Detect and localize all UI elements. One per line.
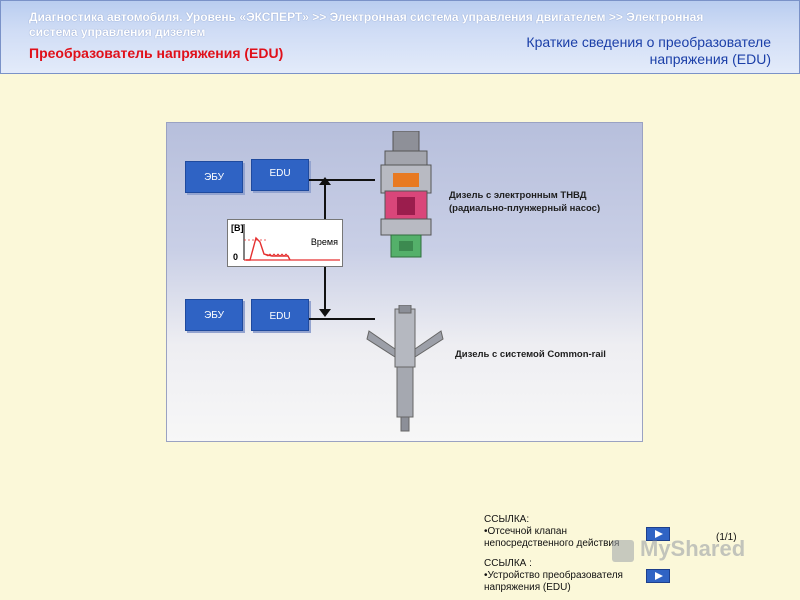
reference-2-play-button[interactable]	[646, 569, 670, 583]
bottom-edu-box: EDU	[251, 299, 309, 331]
breadcrumb: Диагностика автомобиля. Уровень «ЭКСПЕРТ…	[29, 10, 704, 39]
reference-2-line1: •Устройство преобразователя	[484, 570, 623, 581]
header-bar: Диагностика автомобиля. Уровень «ЭКСПЕРТ…	[0, 0, 800, 74]
reference-1: ССЫЛКА: •Отсечной клапан непосредственно…	[484, 514, 619, 550]
reference-2-line2: напряжения (EDU)	[484, 582, 571, 593]
reference-2-title: ССЫЛКА :	[484, 558, 532, 569]
reference-1-title: ССЫЛКА:	[484, 514, 530, 525]
bottom-ecu-box: ЭБУ	[185, 299, 243, 331]
pump-caption-line2: (радиально-плунжерный насос)	[449, 203, 601, 214]
graph-zero-label: 0	[233, 252, 239, 262]
reference-1-play-button[interactable]	[646, 527, 670, 541]
top-ecu-box: ЭБУ	[185, 161, 243, 193]
graph-time-label: Время	[310, 237, 338, 247]
bottom-edu-label: EDU	[269, 311, 291, 322]
pump-caption-line1: Дизель с электронным ТНВД	[449, 190, 587, 201]
voltage-graph: [В] 0 Время	[227, 219, 343, 267]
section-title: Преобразователь напряжения (EDU)	[29, 45, 284, 61]
voltage-curve	[243, 224, 340, 261]
arrow-heads	[319, 177, 331, 317]
graph-unit-label: [В]	[231, 223, 244, 233]
watermark-logo-icon	[612, 540, 634, 562]
pump-caption: Дизель с электронным ТНВД (радиально-плу…	[449, 189, 600, 215]
edu-diagram: ЭБУ EDU ЭБУ EDU [В] 0 Время	[166, 122, 643, 442]
reference-1-line2: непосредственного действия	[484, 538, 620, 549]
reference-2: ССЫЛКА : •Устройство преобразователя нап…	[484, 558, 623, 594]
top-edu-box: EDU	[251, 159, 309, 191]
page-counter: (1/1)	[716, 532, 737, 543]
bottom-connection-line	[309, 318, 375, 320]
top-ecu-label: ЭБУ	[204, 172, 224, 183]
reference-1-line1: •Отсечной клапан	[484, 526, 568, 537]
common-rail-injector-illustration	[366, 305, 444, 432]
top-connection-line	[309, 179, 375, 181]
radial-pump-illustration	[380, 131, 432, 258]
common-rail-caption: Дизель с системой Common-rail	[455, 349, 606, 360]
watermark: MyShared	[640, 536, 746, 561]
top-edu-label: EDU	[269, 168, 291, 179]
bottom-ecu-label: ЭБУ	[204, 310, 224, 321]
page-title: Краткие сведения о преобразователе напря…	[526, 34, 771, 67]
